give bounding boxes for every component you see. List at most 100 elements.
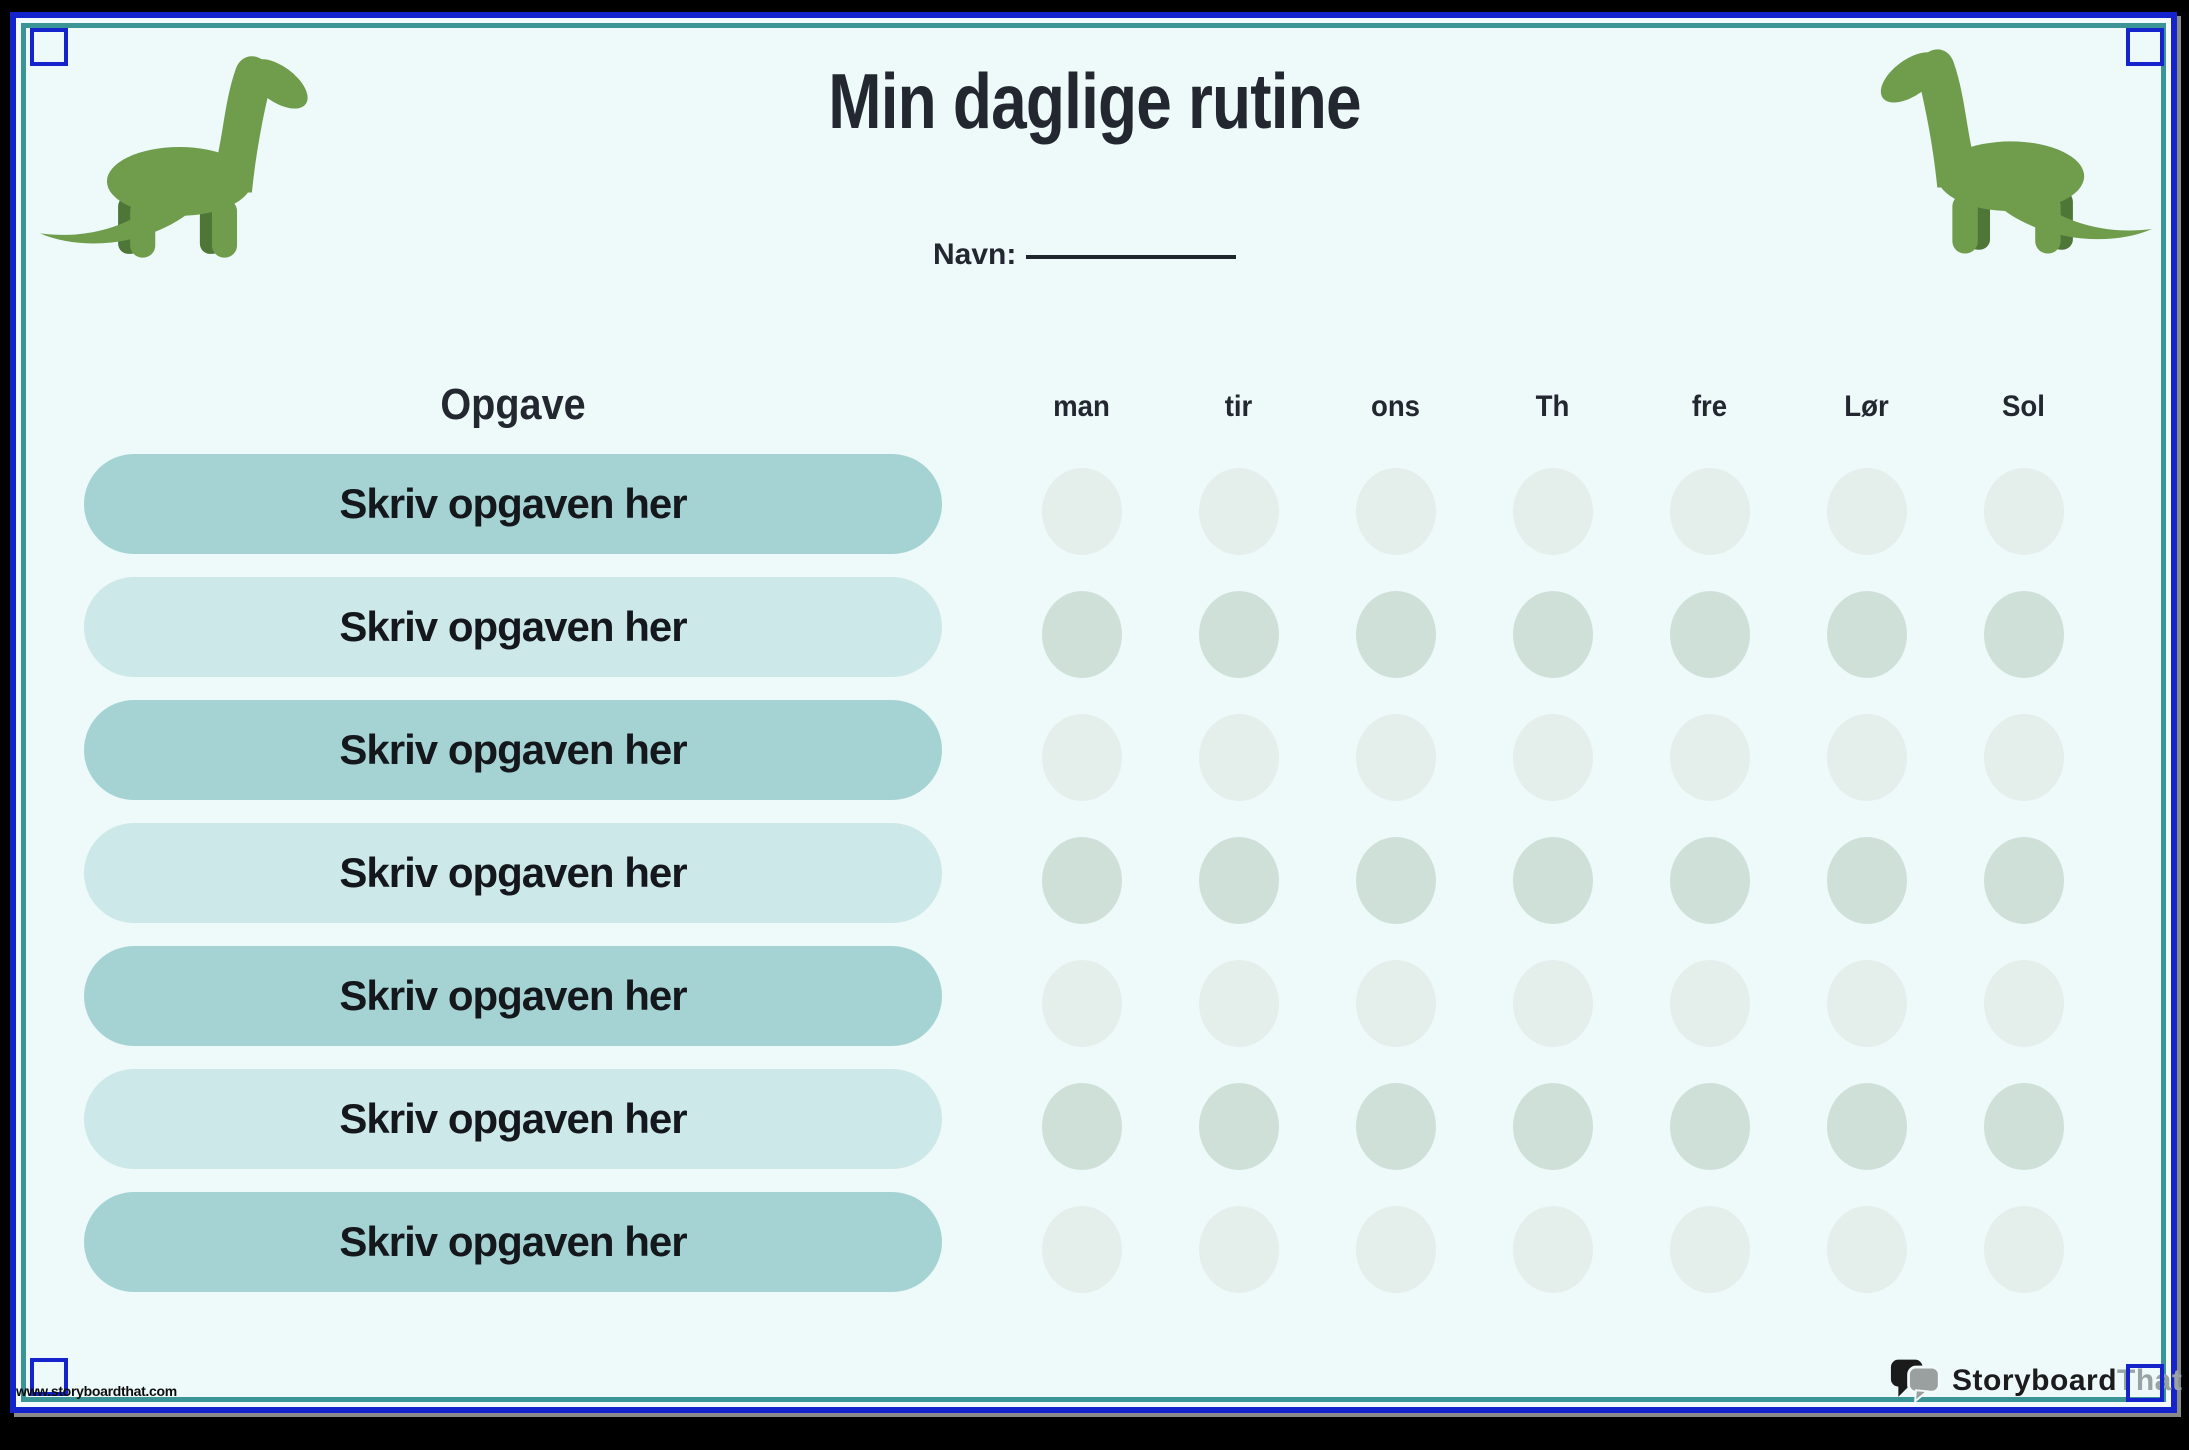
- day-check-circle[interactable]: [1983, 960, 2064, 1047]
- day-check-circle[interactable]: [1669, 1083, 1750, 1170]
- grid-cell: [1003, 450, 1160, 573]
- day-check-circle[interactable]: [1983, 1206, 2064, 1293]
- task-pill[interactable]: Skriv opgaven her: [84, 454, 942, 554]
- day-check-circle[interactable]: [1669, 1206, 1750, 1293]
- day-check-circle[interactable]: [1983, 1083, 2064, 1170]
- grid-cell: [1317, 819, 1474, 942]
- day-check-circle[interactable]: [1041, 591, 1122, 678]
- day-check-circle[interactable]: [1355, 1083, 1436, 1170]
- grid-cell: [1474, 1188, 1631, 1311]
- grid-cell: [1160, 819, 1317, 942]
- grid-cell: [1945, 819, 2102, 942]
- day-check-circle[interactable]: [1826, 837, 1907, 924]
- task-pill[interactable]: Skriv opgaven her: [84, 700, 942, 800]
- grid-cell: [1631, 819, 1788, 942]
- day-check-circle[interactable]: [1826, 591, 1907, 678]
- grid-cell: [1945, 1065, 2102, 1188]
- task-pill[interactable]: Skriv opgaven her: [84, 577, 942, 677]
- speech-bubbles-icon: [1890, 1359, 1941, 1404]
- grid-cell: [1317, 573, 1474, 696]
- day-check-circle[interactable]: [1355, 468, 1436, 555]
- website-url: www.storyboardthat.com: [16, 1383, 177, 1399]
- day-header-tir: tir: [1224, 390, 1253, 423]
- grid-cell: [1788, 942, 1945, 1065]
- grid-cell: [1317, 942, 1474, 1065]
- grid-cell: [1003, 696, 1160, 819]
- task-column-header: Opgave: [440, 380, 586, 429]
- grid-cell: [1945, 696, 2102, 819]
- day-check-circle[interactable]: [1512, 1206, 1593, 1293]
- day-check-circle[interactable]: [1983, 837, 2064, 924]
- day-header-row: man tir ons Th fre Lør Sol: [1003, 390, 2102, 424]
- day-header-fre: fre: [1691, 390, 1728, 423]
- day-check-circle[interactable]: [1512, 714, 1593, 801]
- day-check-circle[interactable]: [1198, 960, 1279, 1047]
- day-check-circle[interactable]: [1826, 1206, 1907, 1293]
- day-check-circle[interactable]: [1669, 714, 1750, 801]
- day-check-circle[interactable]: [1198, 591, 1279, 678]
- day-check-circle[interactable]: [1826, 960, 1907, 1047]
- day-check-circle[interactable]: [1512, 1083, 1593, 1170]
- day-check-circle[interactable]: [1041, 837, 1122, 924]
- day-check-circle[interactable]: [1512, 837, 1593, 924]
- day-check-circle[interactable]: [1041, 714, 1122, 801]
- day-check-circle[interactable]: [1198, 714, 1279, 801]
- day-check-circle[interactable]: [1512, 960, 1593, 1047]
- grid-cell: [1945, 942, 2102, 1065]
- grid-cell: [1160, 942, 1317, 1065]
- day-header-ons: ons: [1370, 390, 1421, 423]
- day-check-circle[interactable]: [1041, 1083, 1122, 1170]
- grid-cell: [1003, 942, 1160, 1065]
- day-check-circle[interactable]: [1041, 468, 1122, 555]
- day-check-circle[interactable]: [1355, 960, 1436, 1047]
- grid-cell: [1631, 1065, 1788, 1188]
- grid-cell: [1317, 450, 1474, 573]
- day-check-circle[interactable]: [1669, 960, 1750, 1047]
- grid-cell: [1631, 1188, 1788, 1311]
- grid-cell: [1003, 1188, 1160, 1311]
- name-write-line[interactable]: [1026, 255, 1237, 259]
- day-check-circle[interactable]: [1983, 714, 2064, 801]
- task-pill[interactable]: Skriv opgaven her: [84, 1069, 942, 1169]
- grid-cell: [1474, 942, 1631, 1065]
- grid-cell: [1317, 1065, 1474, 1188]
- day-header-sol: Sol: [2002, 390, 2045, 423]
- day-check-circle[interactable]: [1983, 591, 2064, 678]
- day-check-circle[interactable]: [1826, 1083, 1907, 1170]
- day-check-circle[interactable]: [1355, 837, 1436, 924]
- task-pill[interactable]: Skriv opgaven her: [84, 823, 942, 923]
- day-check-circle[interactable]: [1198, 1083, 1279, 1170]
- day-check-circle[interactable]: [1041, 960, 1122, 1047]
- grid-cell: [1160, 1188, 1317, 1311]
- grid-cell: [1160, 696, 1317, 819]
- grid-cell: [1003, 573, 1160, 696]
- day-header-th: Th: [1535, 390, 1570, 423]
- storyboardthat-logo: StoryboardThat: [1890, 1358, 2182, 1404]
- day-check-circle[interactable]: [1669, 468, 1750, 555]
- dinosaur-icon: [1880, 49, 2152, 254]
- day-check-circle[interactable]: [1512, 591, 1593, 678]
- day-header-lor: Lør: [1844, 390, 1889, 423]
- day-check-circle[interactable]: [1826, 714, 1907, 801]
- day-check-circle[interactable]: [1355, 714, 1436, 801]
- grid-cell: [1474, 1065, 1631, 1188]
- task-pill[interactable]: Skriv opgaven her: [84, 1192, 942, 1292]
- grid-cell: [1317, 696, 1474, 819]
- day-check-circle[interactable]: [1041, 1206, 1122, 1293]
- day-check-circle[interactable]: [1669, 837, 1750, 924]
- day-check-circle[interactable]: [1198, 468, 1279, 555]
- day-check-circle[interactable]: [1826, 468, 1907, 555]
- day-check-circle[interactable]: [1198, 1206, 1279, 1293]
- day-check-circle[interactable]: [1669, 591, 1750, 678]
- day-check-circle[interactable]: [1983, 468, 2064, 555]
- day-check-circle[interactable]: [1355, 591, 1436, 678]
- task-pill[interactable]: Skriv opgaven her: [84, 946, 942, 1046]
- grid-cell: [1631, 450, 1788, 573]
- day-check-circle[interactable]: [1512, 468, 1593, 555]
- grid-cell: [1945, 1188, 2102, 1311]
- day-check-circle[interactable]: [1355, 1206, 1436, 1293]
- grid-cell: [1631, 573, 1788, 696]
- day-check-circle[interactable]: [1198, 837, 1279, 924]
- grid-cell: [1788, 1065, 1945, 1188]
